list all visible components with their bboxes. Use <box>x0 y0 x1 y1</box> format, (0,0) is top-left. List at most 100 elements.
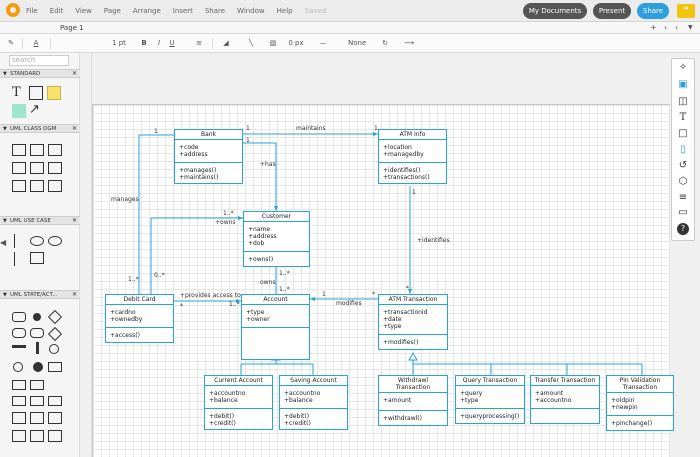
uml-package-shape-icon[interactable] <box>12 180 26 192</box>
actor-shape-icon[interactable] <box>14 252 22 266</box>
line-width-select[interactable]: 1 pt <box>112 39 126 47</box>
class-bank[interactable]: Bank+code+address+manages()+maintains() <box>174 129 243 184</box>
class-transfer[interactable]: Transfer Transaction+amount+accountno <box>530 375 600 424</box>
fill-color-icon[interactable]: ◢ <box>223 39 229 47</box>
lane-shape-icon[interactable] <box>30 430 44 442</box>
library-header-uml-class[interactable]: ▼UML CLASS DGM✕ <box>0 124 80 133</box>
uml-class-shape-icon[interactable] <box>48 144 62 156</box>
swimlane-shape-icon[interactable] <box>12 412 26 424</box>
use-case-shape-icon[interactable] <box>30 236 44 246</box>
class-current[interactable]: Current Account+accountno+balance+debit(… <box>204 375 273 430</box>
join-shape-icon[interactable] <box>36 342 39 354</box>
class-query[interactable]: Query Transaction+query+type+queryproces… <box>455 375 525 424</box>
end-state-icon[interactable] <box>33 362 43 372</box>
tab-page-1[interactable]: Page 1 <box>60 24 84 32</box>
library-header-uml-state[interactable]: ▼UML STATE/ACT...✕ <box>0 290 80 299</box>
history-state-icon[interactable] <box>13 362 23 372</box>
rotate-icon[interactable]: ↻ <box>382 39 388 47</box>
initial-state-icon[interactable] <box>33 313 41 321</box>
library-header-uml-use-case[interactable]: ▼UML USE CASE✕ <box>0 216 80 225</box>
presentation-icon[interactable]: ▭ <box>678 207 688 218</box>
menu-edit[interactable]: Edit <box>49 7 64 15</box>
document-icon[interactable]: ▯ <box>680 144 686 155</box>
feedback-icon[interactable]: “ <box>677 4 695 18</box>
uml-package-shape-icon[interactable] <box>30 180 44 192</box>
class-saving[interactable]: Saving Account+accountno+balance+debit()… <box>279 375 348 430</box>
menu-view[interactable]: View <box>75 7 92 15</box>
menu-help[interactable]: Help <box>276 7 293 15</box>
crop-icon[interactable]: ◫ <box>678 96 688 107</box>
uml-class-shape-icon[interactable] <box>12 144 26 156</box>
present-button[interactable]: Present <box>593 3 631 19</box>
format-painter-icon[interactable]: ✎ <box>8 39 14 47</box>
menu-share[interactable]: Share <box>204 7 226 15</box>
arrow-shape-icon[interactable]: ↗ <box>29 102 40 117</box>
library-header-standard[interactable]: ▼STANDARD✕ <box>0 69 80 78</box>
signal-shape-icon[interactable] <box>12 396 26 406</box>
system-shape-icon[interactable] <box>30 252 44 264</box>
help-icon[interactable]: ? <box>677 223 689 235</box>
class-account[interactable]: Account+type+owner <box>241 294 310 360</box>
class-debitcard[interactable]: Debit Card+cardno+ownedby+access() <box>105 294 174 343</box>
partition-shape-icon[interactable] <box>12 380 26 390</box>
note-shape-icon[interactable] <box>48 362 62 372</box>
history-icon[interactable]: ↺ <box>678 160 688 171</box>
object-shape-icon[interactable] <box>30 380 44 390</box>
send-shape-icon[interactable] <box>30 396 44 406</box>
text-color-icon[interactable]: A <box>33 39 39 47</box>
swimlane-shape-icon[interactable] <box>30 412 44 424</box>
final-state-icon[interactable] <box>49 344 59 354</box>
menu-window[interactable]: Window <box>237 7 265 15</box>
class-pin[interactable]: Pin Validation Transaction+oldpin+newpin… <box>606 375 674 431</box>
text-shape-icon[interactable]: T <box>12 85 21 100</box>
note-shape-icon[interactable] <box>47 86 61 100</box>
fork-shape-icon[interactable] <box>12 345 26 348</box>
align-icon[interactable]: ≡ <box>196 39 202 47</box>
arrow-style-icon[interactable]: ⟶ <box>403 39 415 47</box>
lane-shape-icon[interactable] <box>12 430 26 442</box>
search-input[interactable]: search <box>9 55 69 66</box>
next-page-icon[interactable]: › <box>675 23 679 32</box>
prev-page-icon[interactable]: ‹ <box>664 23 668 32</box>
image-icon[interactable]: ▣ <box>678 79 688 90</box>
endpoint-select[interactable]: None <box>348 39 367 47</box>
lane-shape-icon[interactable] <box>48 430 62 442</box>
uml-interface-shape-icon[interactable] <box>48 162 62 174</box>
receive-shape-icon[interactable] <box>48 396 62 406</box>
use-case-shape-icon[interactable] <box>48 236 62 246</box>
underline-button[interactable]: U <box>169 39 175 47</box>
menu-insert[interactable]: Insert <box>172 7 193 15</box>
rectangle-shape-icon[interactable] <box>29 86 43 100</box>
spacing-select[interactable]: 0 px <box>288 39 304 47</box>
italic-button[interactable]: I <box>157 39 161 47</box>
menu-file[interactable]: File <box>26 7 38 15</box>
state-shape-icon[interactable] <box>12 312 26 322</box>
line-color-icon[interactable]: ╲ <box>248 39 254 47</box>
shadow-icon[interactable]: ▧ <box>269 39 277 47</box>
theme-icon[interactable]: ✧ <box>678 62 688 73</box>
page-icon[interactable]: □ <box>678 128 688 139</box>
menu-arrange[interactable]: Arrange <box>132 7 161 15</box>
line-style-icon[interactable]: — <box>319 39 327 47</box>
swimlane-shape-icon[interactable] <box>48 412 62 424</box>
my-documents-button[interactable]: My Documents <box>523 3 587 19</box>
add-page-icon[interactable]: + <box>650 23 657 32</box>
class-customer[interactable]: Customer+name+address+dob+owns() <box>243 211 310 267</box>
collapse-sidebar-icon[interactable]: ◀ <box>0 238 7 247</box>
uml-package-shape-icon[interactable] <box>48 180 62 192</box>
page-menu-icon[interactable]: ▼ <box>688 24 693 31</box>
menu-page[interactable]: Page <box>103 7 121 15</box>
block-shape-icon[interactable] <box>12 104 26 118</box>
sidebar-splitter[interactable] <box>80 53 92 457</box>
action-shape-icon[interactable] <box>30 328 44 338</box>
layers-icon[interactable]: ≡ <box>678 192 688 203</box>
actor-shape-icon[interactable] <box>14 234 22 248</box>
hexagon-icon[interactable]: ⬡ <box>678 176 688 187</box>
uml-interface-shape-icon[interactable] <box>30 162 44 174</box>
share-button[interactable]: Share <box>637 3 669 19</box>
uml-class-shape-icon[interactable] <box>30 144 44 156</box>
activity-shape-icon[interactable] <box>12 328 26 338</box>
class-atminfo[interactable]: ATM Info+location+managedby+identifies()… <box>378 129 447 184</box>
class-withdrawl[interactable]: Withdrawl Transaction+amount+withdrawl() <box>378 375 448 426</box>
bold-button[interactable]: B <box>141 39 147 47</box>
